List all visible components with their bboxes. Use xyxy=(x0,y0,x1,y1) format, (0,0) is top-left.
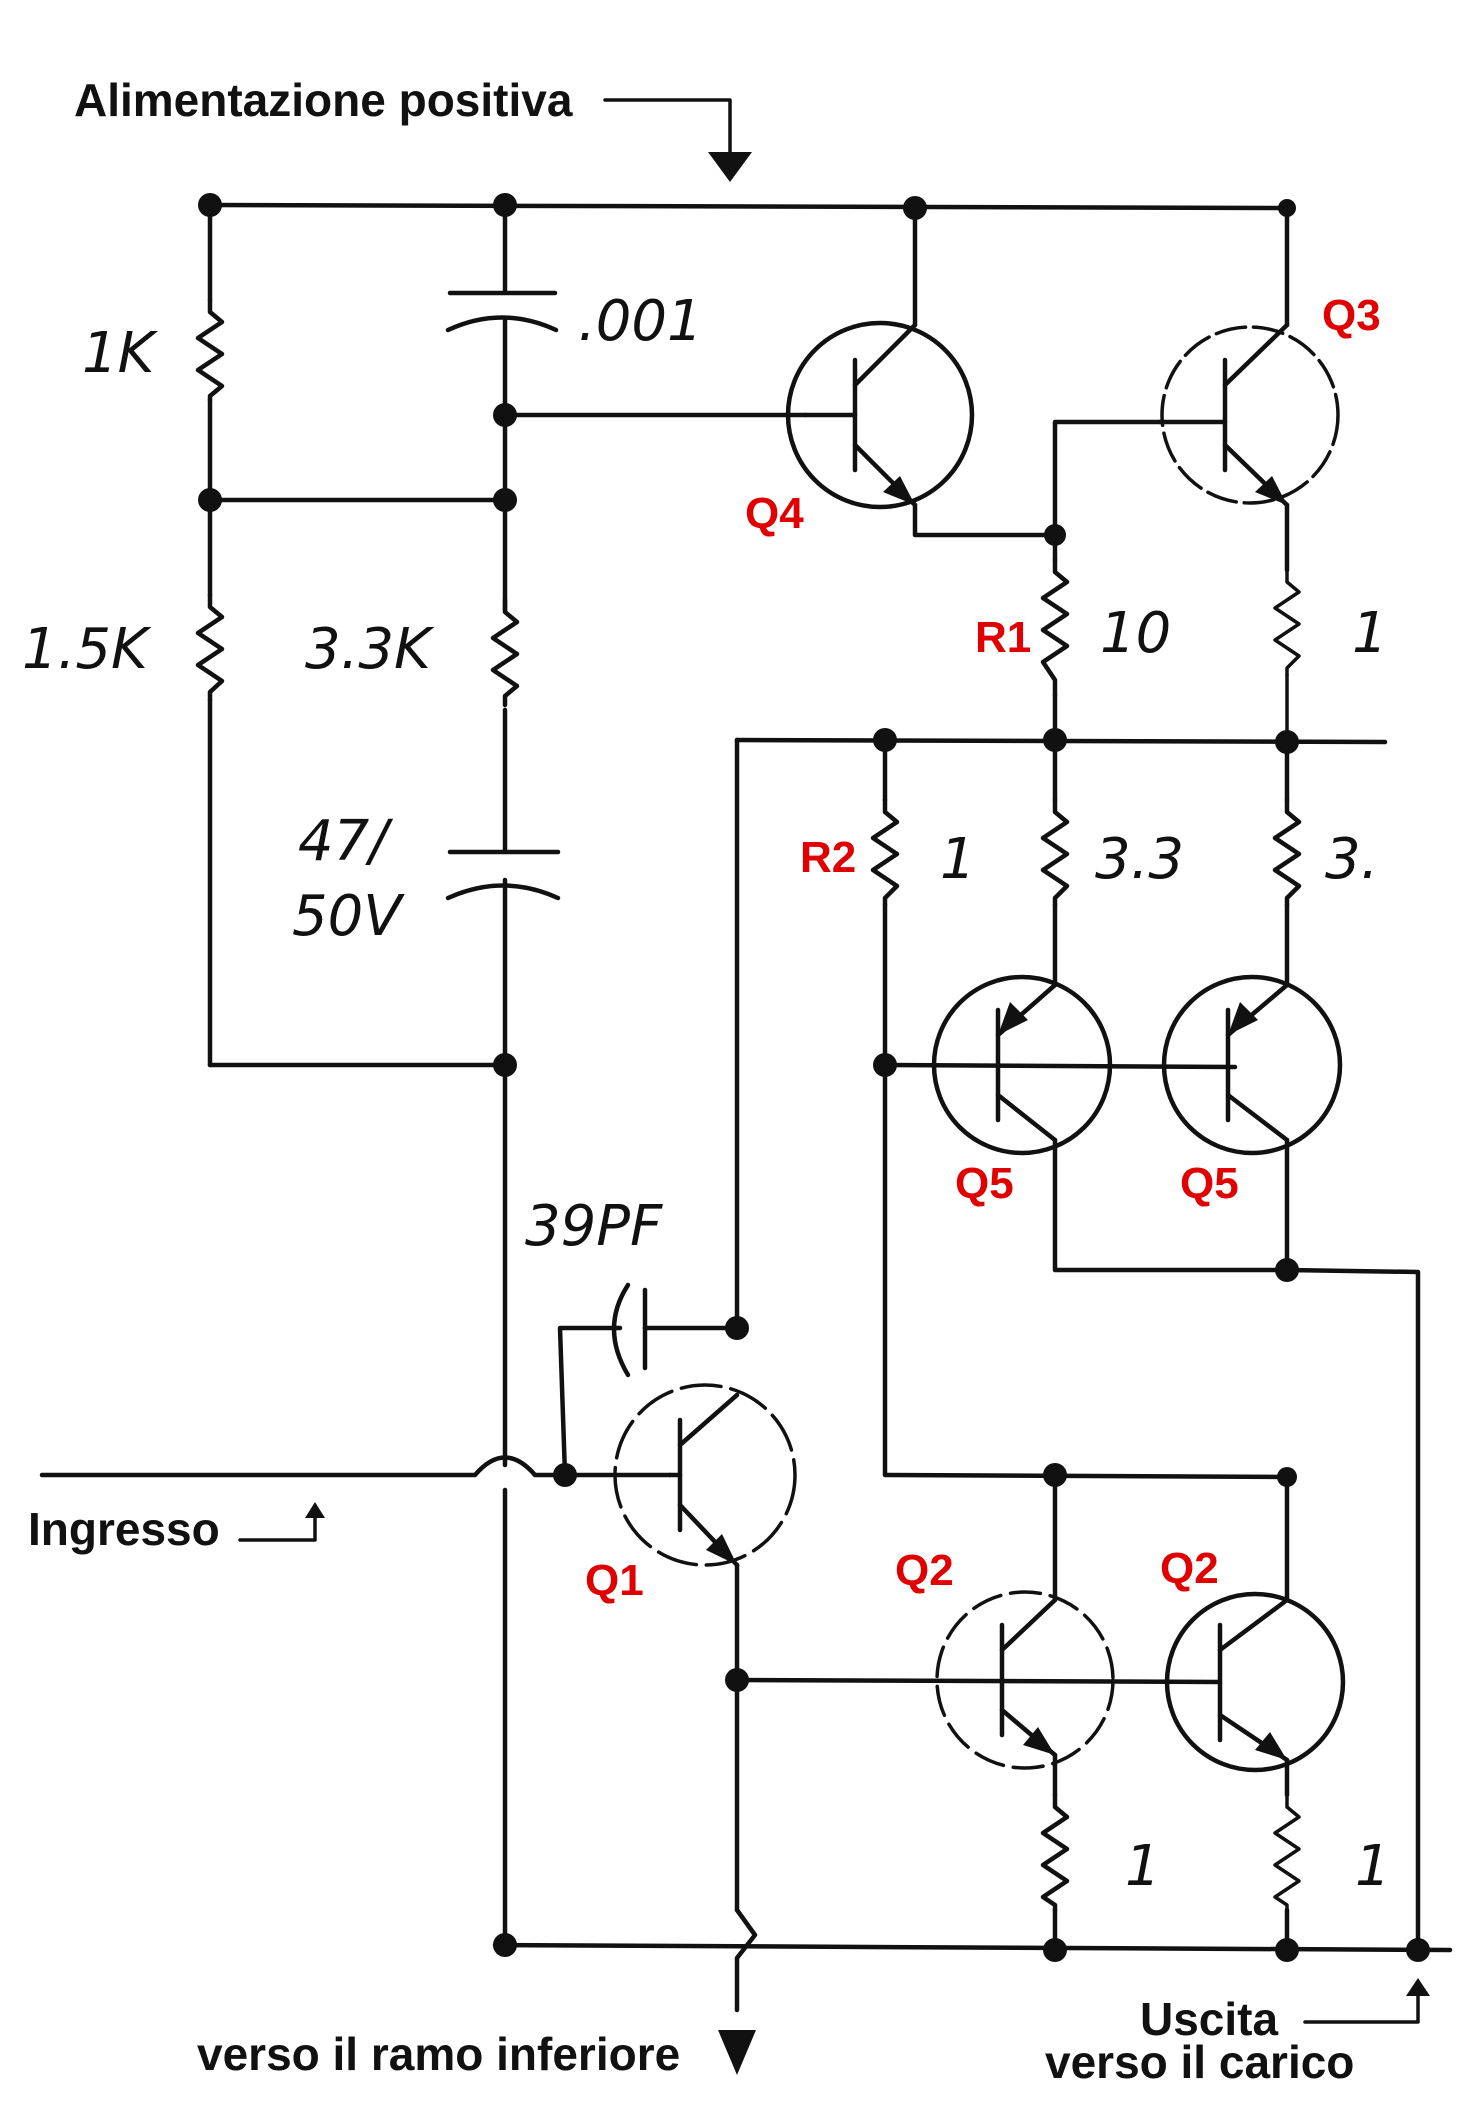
q5-left-label: Q5 xyxy=(955,1159,1014,1208)
junctions xyxy=(198,193,1430,1962)
wire-r2-to-q2 xyxy=(882,1062,1293,1480)
value-q2-right: 1 xyxy=(1355,1834,1391,1899)
value-47-line2: 50V xyxy=(292,884,405,949)
value-47-line1: 47/ xyxy=(298,809,393,874)
q2-left-label: Q2 xyxy=(895,1546,954,1595)
transistor-q2-right xyxy=(1164,1591,1346,1773)
output-label: Uscita xyxy=(1140,1993,1278,2045)
q5-right-label: Q5 xyxy=(1180,1159,1239,1208)
q4-label: Q4 xyxy=(745,489,804,538)
value-r2: 1 xyxy=(940,827,976,892)
wire-bottom-rail xyxy=(492,1942,1453,1953)
transistor-q5-left xyxy=(931,974,1113,1156)
supply-label: Alimentazione positiva xyxy=(74,74,573,126)
supply-rail xyxy=(207,202,1293,211)
value-1k: 1K xyxy=(82,321,159,386)
wire-q1-to-lower xyxy=(734,1907,758,2013)
resistor-q2-right xyxy=(1273,1793,1301,1912)
capacitor-39pf xyxy=(611,1282,648,1378)
q2-right-label: Q2 xyxy=(1160,1544,1219,1593)
transistor-q2-left xyxy=(935,1590,1115,1770)
q1-label: Q1 xyxy=(585,1556,644,1605)
value-3-3k: 3.3K xyxy=(305,617,435,682)
resistors xyxy=(195,297,1302,1913)
r1-label: R1 xyxy=(975,613,1031,662)
input-label: Ingresso xyxy=(28,1503,220,1555)
wire-39pf-left xyxy=(557,1325,623,1478)
value-r1: 10 xyxy=(1100,601,1171,666)
wire-input xyxy=(39,1455,568,1478)
wire-output-feed xyxy=(1284,1267,1421,1949)
q3-label: Q3 xyxy=(1322,291,1381,340)
wire-q3-base xyxy=(1052,419,1163,538)
value-39pf: 39PF xyxy=(525,1194,663,1259)
resistor-q5-right xyxy=(1272,797,1302,908)
resistor-r2 xyxy=(870,797,900,908)
wire-q5-left-collector xyxy=(1052,1137,1290,1273)
transistor-q5-right xyxy=(1161,974,1343,1156)
value-1-5k: 1.5K xyxy=(22,617,152,682)
wire-q5-base xyxy=(882,1062,1238,1070)
r2-label: R2 xyxy=(800,833,856,882)
output-destination-label: verso il carico xyxy=(1045,2036,1354,2088)
arrows xyxy=(238,98,1430,2075)
capacitor-47uf xyxy=(445,849,561,901)
capacitor-001 xyxy=(445,290,559,333)
text-labels: Alimentazione positiva Ingresso verso il… xyxy=(22,74,1391,2088)
resistor-q2-left xyxy=(1040,1792,1070,1913)
input-arrow-icon xyxy=(238,1502,325,1542)
transistor-q4 xyxy=(785,320,975,510)
wires xyxy=(39,202,1453,2013)
value-q5-right: 3. xyxy=(1325,827,1378,892)
resistor-r1 xyxy=(1040,557,1070,698)
transistor-q1 xyxy=(613,1383,797,1568)
resistor-q3-emitter xyxy=(1273,568,1301,677)
supply-arrow-icon xyxy=(603,98,752,182)
value-001: .001 xyxy=(578,289,703,354)
resistor-q5-left xyxy=(1040,797,1070,908)
transistors xyxy=(613,320,1346,1773)
resistor-1k xyxy=(195,297,225,403)
wire-q2-base xyxy=(734,1677,1223,1685)
lower-branch-label: verso il ramo inferiore xyxy=(197,2028,680,2080)
capacitors xyxy=(445,290,648,1378)
output-arrow-icon xyxy=(1303,1978,1430,2024)
value-q2-left: 1 xyxy=(1125,1834,1161,1899)
resistor-1-5k xyxy=(195,592,225,703)
value-q5-left: 3.3 xyxy=(1095,827,1184,892)
resistor-3-3k xyxy=(490,597,520,708)
wire-q4-emitter xyxy=(912,502,1058,538)
lower-branch-arrow-icon xyxy=(718,2030,756,2075)
value-q3-emitter: 1 xyxy=(1352,601,1388,666)
transistor-q3 xyxy=(1157,322,1340,508)
